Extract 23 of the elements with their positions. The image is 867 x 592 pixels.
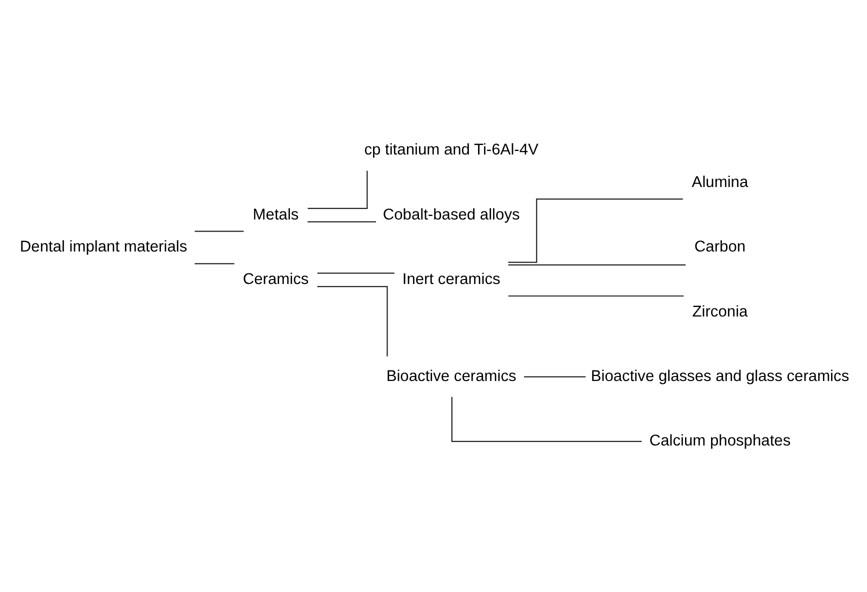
node-text: Inert ceramics — [402, 270, 500, 288]
node-text: Alumina — [692, 174, 748, 191]
connector — [308, 221, 376, 222]
connector — [317, 272, 394, 274]
node-text: Zirconia — [692, 303, 748, 320]
connector — [194, 263, 234, 264]
connector — [317, 286, 388, 356]
node-text: Carbon — [694, 238, 746, 256]
connector — [508, 198, 683, 263]
node-text: Bioactive glasses and glass ceramics — [590, 368, 850, 385]
node-text: Bioactive ceramics — [386, 368, 516, 385]
node-text: Calcium phosphates — [649, 432, 791, 450]
node-text: Metals — [252, 206, 299, 224]
connector — [451, 396, 642, 442]
connector — [524, 376, 586, 378]
connector — [308, 170, 368, 210]
node-text: Dental implant materials — [20, 238, 188, 256]
connector — [508, 295, 684, 297]
connector — [194, 230, 244, 232]
connector — [508, 264, 686, 266]
node-text: cp titanium and Ti-6Al-4V — [364, 142, 538, 159]
node-text: Ceramics — [242, 270, 309, 288]
node-text: Cobalt-based alloys — [382, 206, 520, 224]
